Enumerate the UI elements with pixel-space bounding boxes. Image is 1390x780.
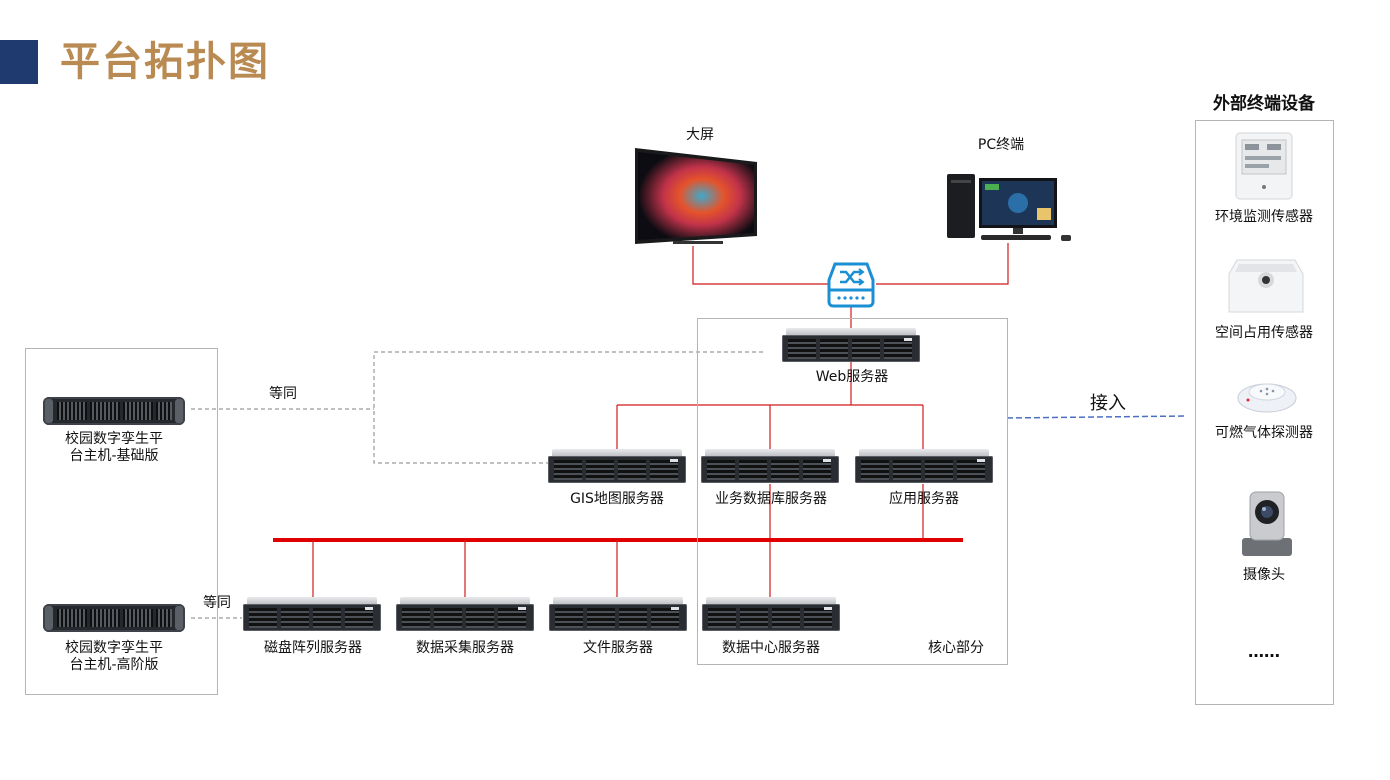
- disk-array-server-label: 磁盘阵列服务器: [264, 640, 362, 656]
- big-screen-label: 大屏: [686, 127, 714, 143]
- app-server-label: 应用服务器: [889, 491, 959, 507]
- business-db-server-label: 业务数据库服务器: [715, 491, 827, 507]
- data-center-server-label: 数据中心服务器: [722, 640, 820, 656]
- space-occupancy-sensor-label: 空间占用传感器: [1215, 325, 1313, 341]
- app-server-icon: [855, 449, 993, 483]
- host-basic-label-line1: 校园数字孪生平: [65, 431, 163, 447]
- dash-access: [1006, 415, 1188, 419]
- host-advanced-label-line2: 台主机-高阶版: [69, 657, 159, 673]
- space-occupancy-sensor-icon: [1228, 259, 1304, 313]
- disk-array-server-icon: [243, 597, 381, 631]
- wire-screen-switch: [692, 246, 828, 285]
- network-switch-icon: [827, 262, 875, 308]
- data-center-server-icon: [702, 597, 840, 631]
- data-collect-server-icon: [396, 597, 534, 631]
- data-collect-server-label: 数据采集服务器: [416, 640, 514, 656]
- host-group-box: [25, 348, 218, 695]
- file-server-label: 文件服务器: [583, 640, 653, 656]
- host-basic-label-line2: 台主机-基础版: [69, 448, 159, 464]
- business-db-server-icon: [701, 449, 839, 483]
- access-label: 接入: [1090, 393, 1126, 414]
- gas-detector-icon: [1237, 383, 1297, 413]
- page-title: 平台拓扑图: [60, 39, 270, 85]
- camera-icon: [1242, 491, 1292, 556]
- gis-server-label: GIS地图服务器: [570, 491, 664, 507]
- equal-label-advanced: 等同: [203, 595, 231, 611]
- external-devices-heading: 外部终端设备: [1213, 94, 1315, 114]
- file-server-icon: [549, 597, 687, 631]
- web-server-icon: [782, 328, 920, 362]
- core-group-box: [697, 318, 1008, 665]
- web-server-label: Web服务器: [815, 369, 889, 385]
- camera-label: 摄像头: [1243, 567, 1285, 583]
- external-devices-box: [1195, 120, 1334, 705]
- host-advanced-icon: [43, 604, 185, 632]
- wire-pc-switch: [876, 243, 1009, 285]
- host-basic-icon: [43, 397, 185, 425]
- environment-sensor-label: 环境监测传感器: [1215, 209, 1313, 225]
- dash-equal-basic: [373, 351, 763, 464]
- big-screen-icon: [635, 148, 757, 244]
- host-advanced-label-line1: 校园数字孪生平: [65, 640, 163, 656]
- gis-server-icon: [548, 449, 686, 483]
- gas-detector-label: 可燃气体探测器: [1215, 425, 1313, 441]
- core-section-label: 核心部分: [928, 640, 984, 656]
- pc-terminal-label: PC终端: [977, 137, 1025, 153]
- more-devices-ellipsis: ……: [1248, 642, 1280, 661]
- title-accent-bar: [0, 40, 38, 84]
- environment-sensor-icon: [1235, 132, 1293, 200]
- equal-label-basic: 等同: [269, 386, 297, 402]
- pc-terminal-icon: [947, 174, 1071, 241]
